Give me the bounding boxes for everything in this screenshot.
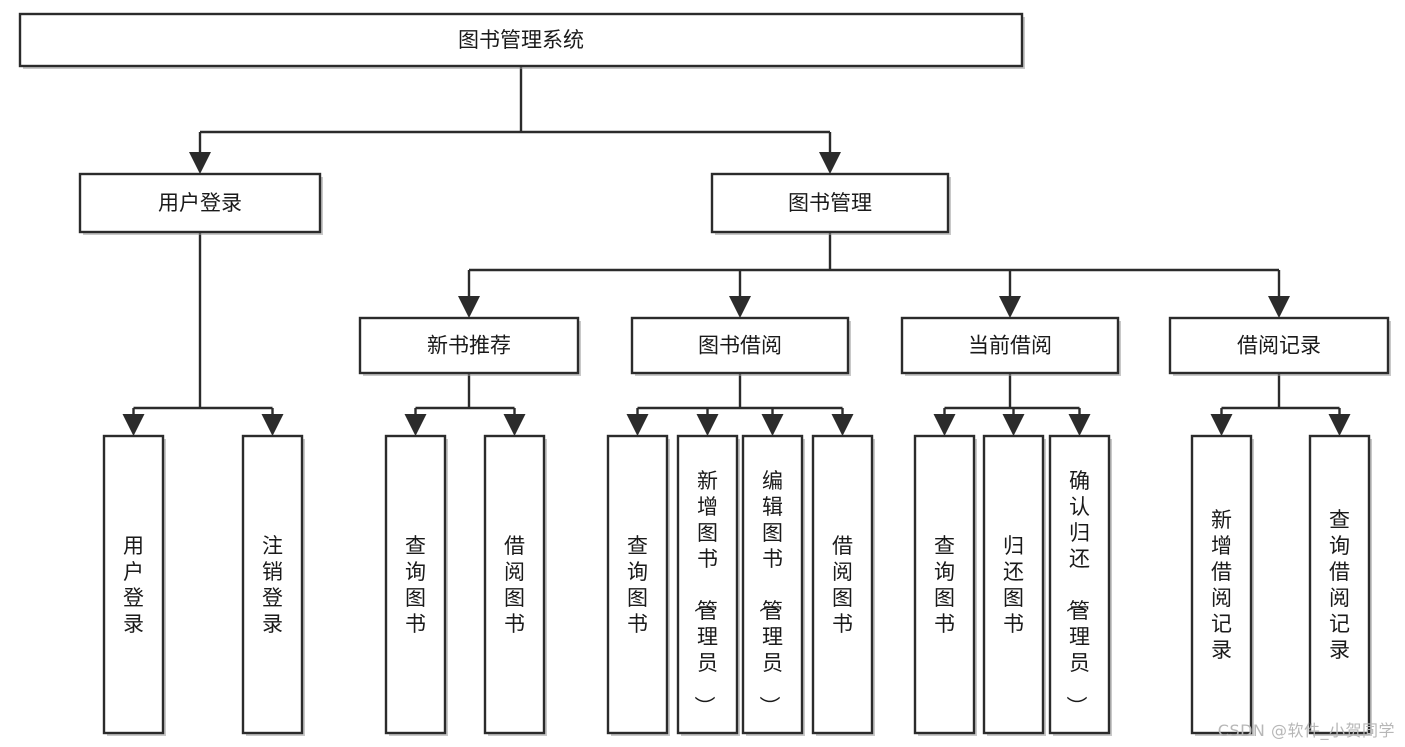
node-box-l1-book-manage[interactable] [710, 172, 950, 234]
node-box-l3-query-book-c[interactable] [913, 434, 976, 735]
node-box-l1-user-login[interactable] [78, 172, 322, 234]
node-label-l3-query-book-b: 查询图书 [627, 534, 648, 636]
node-box-l3-query-book-b[interactable] [606, 434, 669, 735]
node-label-l1-book-manage: 图书管理 [788, 191, 872, 215]
edge-arrowhead [831, 414, 854, 436]
edge-arrowhead [1268, 296, 1290, 318]
edge-arrowhead [696, 414, 719, 436]
edge-arrowhead [1328, 414, 1351, 436]
edge-arrowhead [1002, 414, 1025, 436]
edge-arrowhead [933, 414, 956, 436]
edge-arrowhead [458, 296, 480, 318]
node-label-l3-borrow-book-a: 借阅图书 [504, 534, 525, 636]
edge-arrowhead [122, 414, 145, 436]
node-box-l3-edit-book[interactable] [741, 434, 804, 735]
node-box-l2-new-book[interactable] [358, 316, 580, 375]
node-box-l3-borrow-book-a[interactable] [483, 434, 546, 735]
node-label-root: 图书管理系统 [458, 28, 584, 52]
edge-arrowhead [729, 296, 751, 318]
node-label-l3-user-login: 用户登录 [123, 534, 144, 636]
edge-arrowhead [626, 414, 649, 436]
edge-arrowhead [1068, 414, 1091, 436]
node-box-l3-logout[interactable] [241, 434, 304, 735]
node-label-l1-user-login: 用户登录 [158, 191, 242, 215]
node-label-l2-current: 当前借阅 [968, 334, 1052, 358]
node-box-l3-confirm-return[interactable] [1048, 434, 1111, 735]
connectors-layer [122, 66, 1351, 436]
node-box-l3-borrow-book-b[interactable] [811, 434, 874, 735]
node-box-l2-current[interactable] [900, 316, 1120, 375]
node-label-l3-borrow-book-b: 借阅图书 [832, 534, 853, 636]
node-box-l2-record[interactable] [1168, 316, 1390, 375]
node-box-l3-query-book-a[interactable] [384, 434, 447, 735]
edge-arrowhead [761, 414, 784, 436]
node-label-l3-query-book-a: 查询图书 [405, 534, 426, 636]
node-label-l2-borrow: 图书借阅 [698, 334, 782, 358]
node-box-l2-borrow[interactable] [630, 316, 850, 375]
edge-arrowhead [503, 414, 526, 436]
node-label-l3-confirm-return: 确认归还（管理员） [1064, 469, 1090, 717]
node-box-root[interactable] [18, 12, 1024, 68]
edge-arrowhead [404, 414, 427, 436]
edge-arrowhead [189, 152, 211, 174]
node-box-l3-add-book[interactable] [676, 434, 739, 735]
nodes-layer: 图书管理系统用户登录图书管理新书推荐图书借阅当前借阅借阅记录用户登录注销登录查询… [18, 12, 1391, 736]
node-label-l3-add-record: 新增借阅记录 [1211, 508, 1232, 662]
node-box-l3-user-login[interactable] [102, 434, 165, 735]
edge-arrowhead [261, 414, 284, 436]
node-label-l3-query-book-c: 查询图书 [934, 534, 955, 636]
node-box-l3-return-book[interactable] [982, 434, 1045, 735]
edge-arrowhead [1210, 414, 1233, 436]
node-label-l2-record: 借阅记录 [1237, 334, 1321, 358]
node-label-l3-edit-book: 编辑图书（管理员） [757, 469, 783, 717]
edge-arrowhead [819, 152, 841, 174]
node-label-l3-query-record: 查询借阅记录 [1329, 508, 1350, 662]
edge-arrowhead [999, 296, 1021, 318]
node-label-l3-return-book: 归还图书 [1003, 534, 1024, 636]
node-label-l2-new-book: 新书推荐 [427, 334, 511, 358]
node-label-l3-add-book: 新增图书（管理员） [692, 469, 718, 717]
node-box-l3-query-record[interactable] [1308, 434, 1371, 735]
node-label-l3-logout: 注销登录 [262, 534, 283, 636]
node-box-l3-add-record[interactable] [1190, 434, 1253, 735]
